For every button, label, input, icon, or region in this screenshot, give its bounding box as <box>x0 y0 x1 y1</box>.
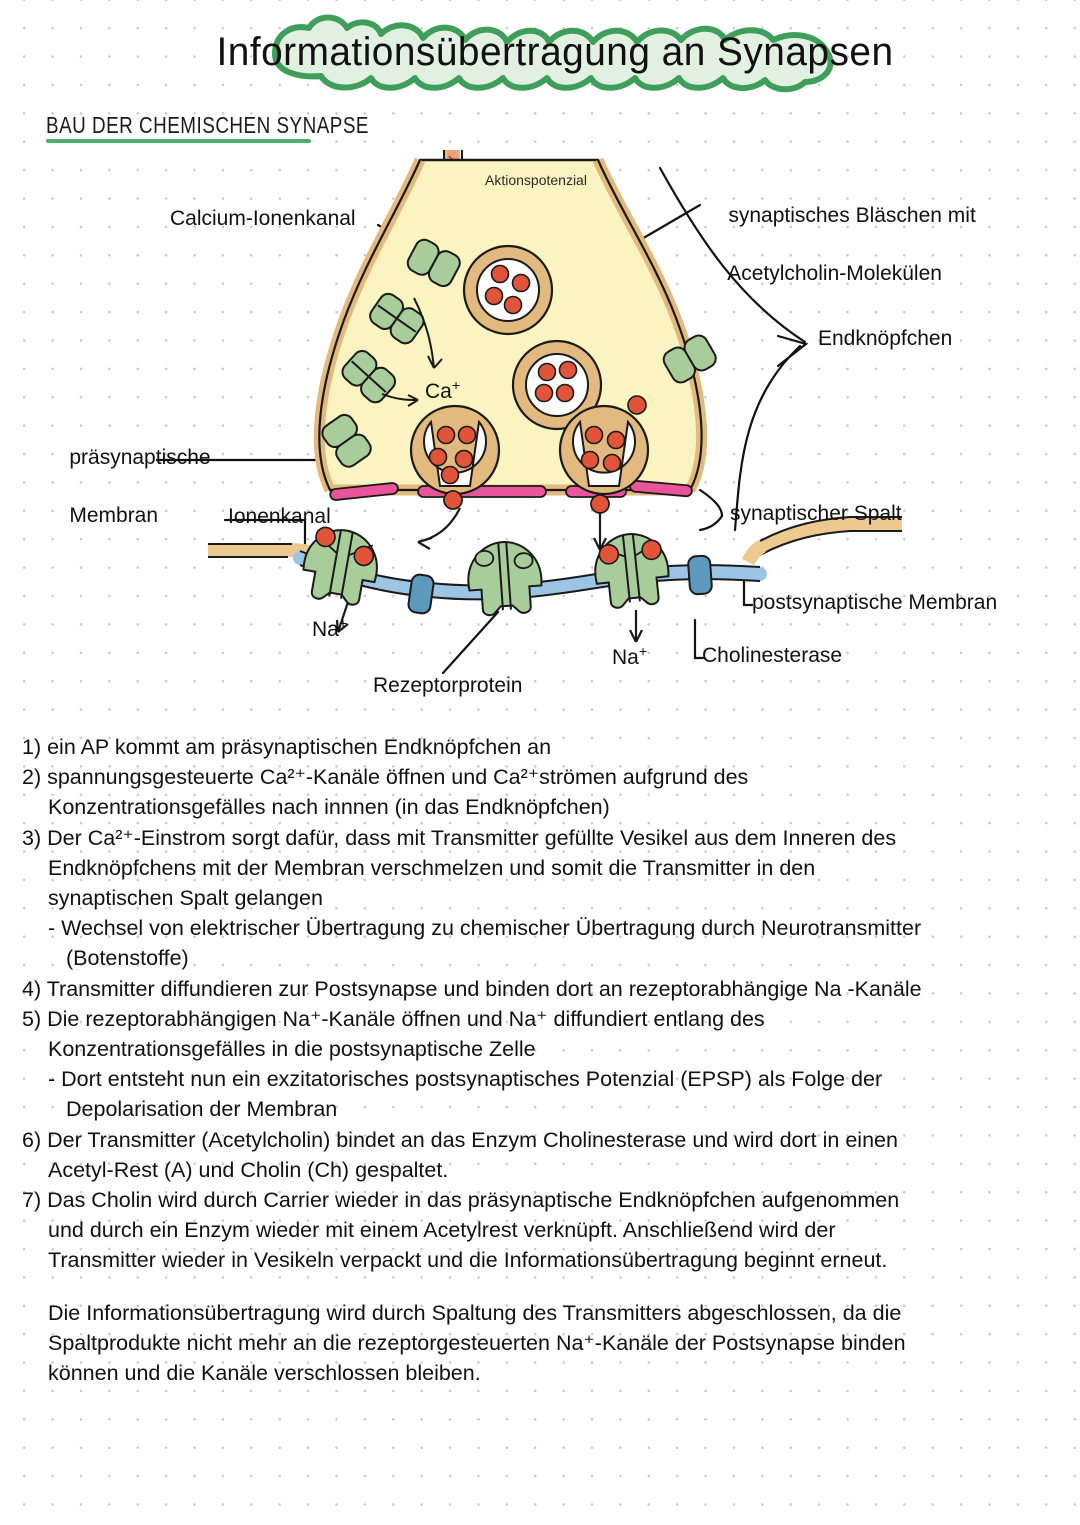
label-postsynaptic-membrane: postsynaptische Membran <box>752 591 998 614</box>
label-sodium-right: Na+ <box>612 644 647 671</box>
label-presynaptic-membrane: präsynaptische Membran <box>46 414 211 559</box>
label-calcium-ionenkanal: Calcium-Ionenkanal <box>170 207 356 230</box>
label-sodium-right-text: Na <box>612 646 639 669</box>
section-heading-underline <box>46 139 311 143</box>
vesicle <box>462 244 554 336</box>
step-1-line-1: 1) ein AP kommt am präsynaptischen Endkn… <box>22 735 552 759</box>
label-sodium-left: Na+ <box>312 616 347 643</box>
step-5-sub-line-1: - Dort entsteht nun ein exzitatorisches … <box>48 1067 883 1092</box>
step-3-line-3: synaptischen Spalt gelangen <box>48 886 323 911</box>
receptor-proteins <box>302 526 670 617</box>
label-endknoepfchen: Endknöpfchen <box>818 327 953 350</box>
label-rezeptorprotein: Rezeptorprotein <box>373 674 523 697</box>
step-7-line-2: und durch ein Enzym wieder mit einem Ace… <box>48 1218 836 1243</box>
label-aktionspotenzial: Aktionspotenzial <box>485 172 587 188</box>
label-presynaptic-membrane-line1: präsynaptische <box>69 446 211 469</box>
step-2-line-2: Konzentrationsgefälles nach innnen (in d… <box>48 795 610 820</box>
step-4-line-1: 4) Transmitter diffundieren zur Postsyna… <box>22 976 922 1001</box>
receptor-protein <box>467 541 543 617</box>
synapse-diagram: Aktionspotenzial Calcium-Ionenkanal syna… <box>0 150 1080 720</box>
label-synaptic-vesicle-line2: Acetylcholin-Molekülen <box>727 262 942 285</box>
step-6-line-1: 6) Der Transmitter (Acetylcholin) bindet… <box>22 1127 898 1152</box>
page-title: Informationsübertragung an Synapsen <box>216 29 894 74</box>
summary-line-3: können und die Kanäle verschlossen bleib… <box>48 1361 481 1386</box>
step-3-line-2: Endknöpfchens mit der Membran verschmelz… <box>48 855 816 880</box>
label-synaptic-vesicle: synaptisches Bläschen mit Acetylcholin-M… <box>705 172 1005 317</box>
section-heading: BAU DER CHEMISCHEN SYNAPSE <box>46 112 370 138</box>
paragraph-gap <box>22 1276 1067 1298</box>
step-3-sub-line-2: (Botenstoffe) <box>66 946 189 971</box>
step-3-line-1: 3) Der Ca²⁺-Einstrom sorgt dafür, dass m… <box>22 825 897 850</box>
summary-line-2: Spaltprodukte nicht mehr an die rezeptor… <box>48 1330 906 1355</box>
label-sodium-right-charge: + <box>638 644 648 660</box>
label-ionenkanal: Ionenkanal <box>228 505 331 528</box>
step-2-line-1: 2) spannungsgesteuerte Ca²⁺-Kanäle öffne… <box>22 765 749 790</box>
step-7-line-1: 7) Das Cholin wird durch Carrier wieder … <box>22 1188 900 1213</box>
label-presynaptic-membrane-line2: Membran <box>69 504 159 527</box>
label-synaptic-cleft: synaptischer Spalt <box>730 502 902 525</box>
label-calcium-ion-charge: + <box>451 378 461 394</box>
receptor-protein <box>302 526 378 606</box>
step-5-line-1: 5) Die rezeptorabhängigen Na⁺-Kanäle öff… <box>22 1006 765 1031</box>
label-sodium-left-charge: + <box>338 616 348 632</box>
label-synaptic-vesicle-line1: synaptisches Bläschen mit <box>728 204 976 227</box>
step-5-line-2: Konzentrationsgefälles in die postsynapt… <box>48 1037 536 1062</box>
label-sodium-left-text: Na <box>312 618 339 641</box>
process-steps-text: 1) ein AP kommt am präsynaptischen Endkn… <box>22 732 1067 1388</box>
summary-line-1: Die Informationsübertragung wird durch S… <box>48 1300 902 1325</box>
label-cholinesterase: Cholinesterase <box>702 644 843 667</box>
free-transmitter <box>627 395 647 415</box>
label-calcium-ion-text: Ca <box>425 380 452 403</box>
label-calcium-ion: Ca+ <box>425 378 460 405</box>
step-7-line-3: Transmitter wieder in Vesikeln verpackt … <box>48 1248 888 1273</box>
step-6-line-2: Acetyl-Rest (A) und Cholin (Ch) gespalte… <box>48 1157 449 1182</box>
step-5-sub-line-2: Depolarisation der Membran <box>66 1097 338 1122</box>
page-title-banner: Informationsübertragung an Synapsen <box>216 8 894 96</box>
step-3-sub-line-1: - Wechsel von elektrischer Übertragung z… <box>48 916 922 941</box>
